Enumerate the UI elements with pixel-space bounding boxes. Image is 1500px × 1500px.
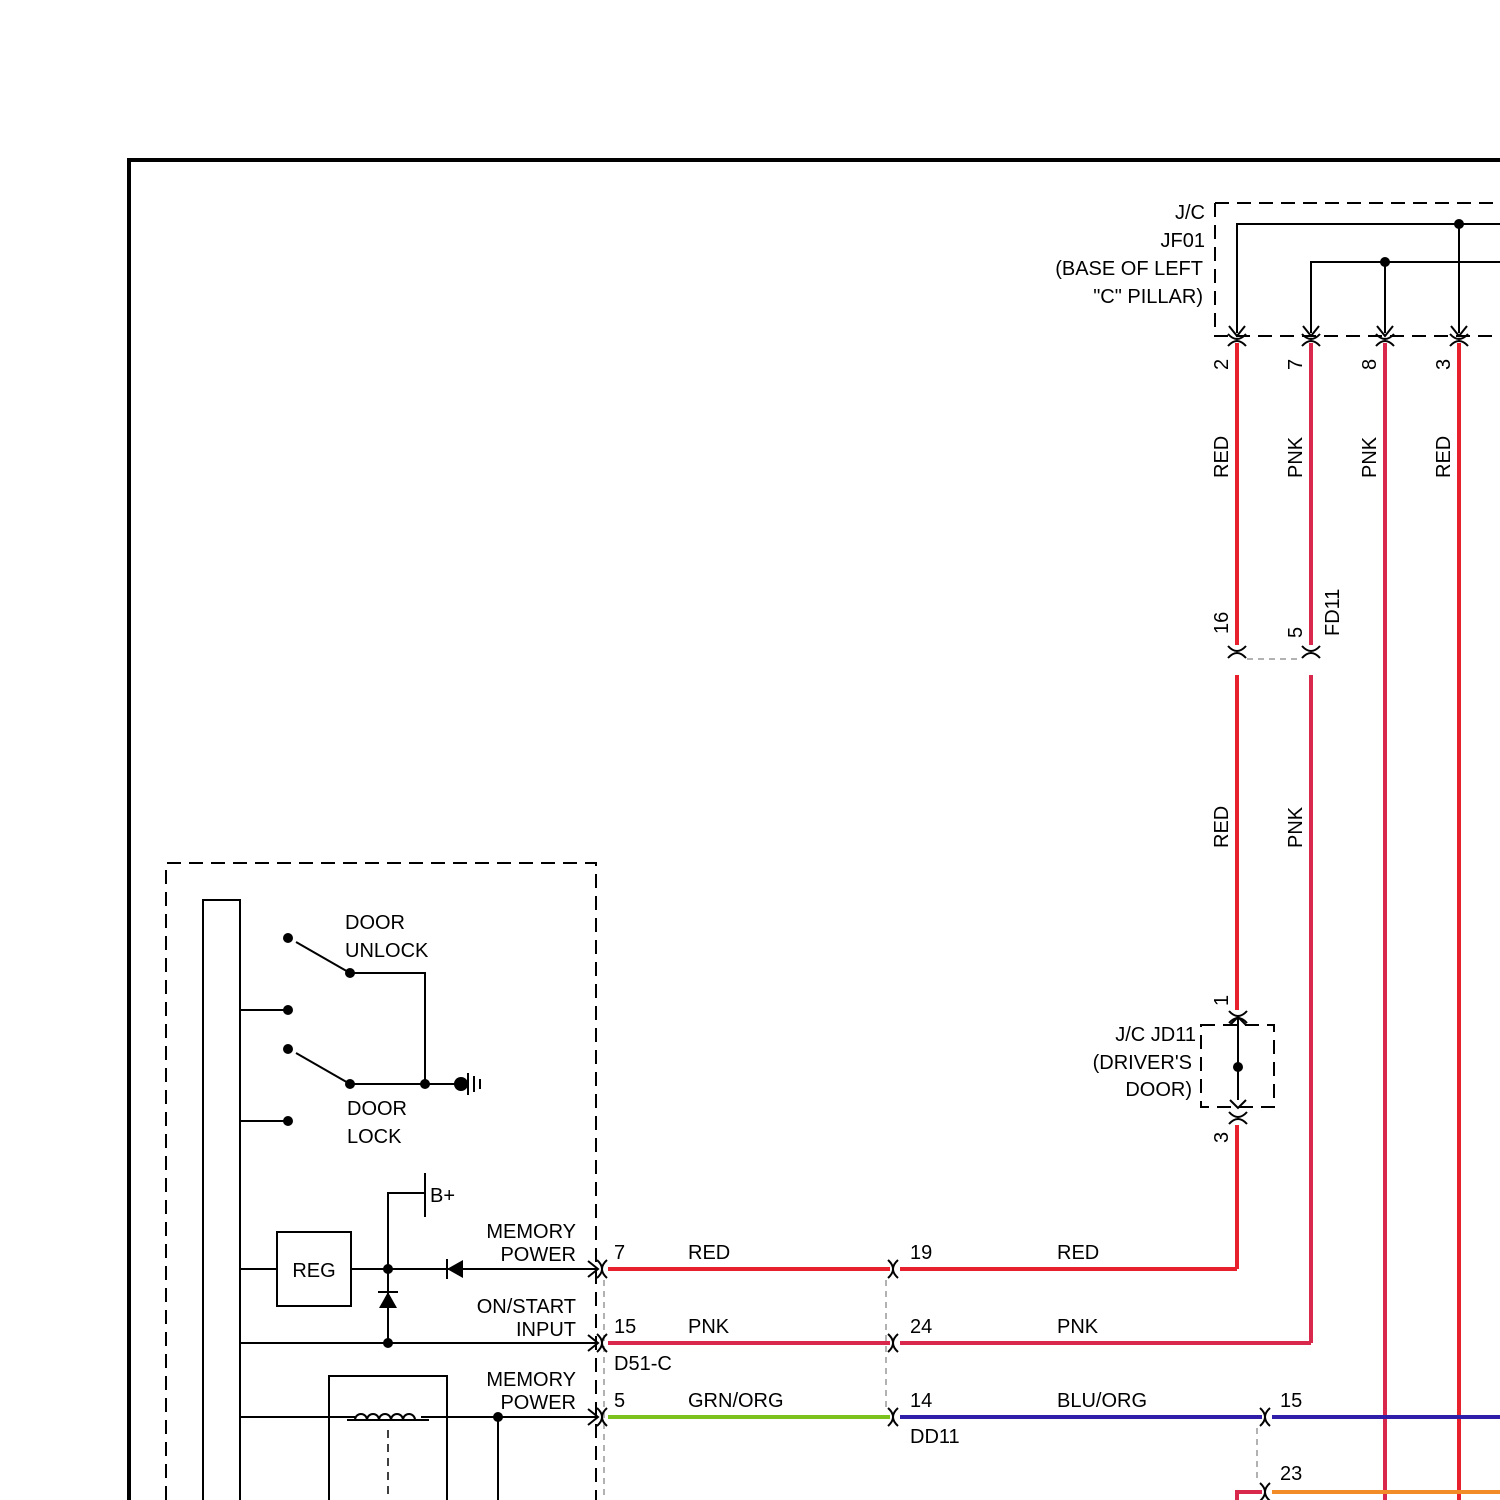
connector-d51c: 7 15 5 D51-C RED PNK GRN/ORG [588,1242,784,1500]
input-label: MEMORY [486,1369,576,1391]
jd11-label-2: (DRIVER'S [1093,1052,1192,1074]
connector-terminal [1228,653,1246,658]
wire-color-label: RED [1057,1242,1099,1264]
right-pin: 15 [1280,1390,1302,1412]
pin-number: 3 [1433,359,1455,370]
connector-terminal [1302,653,1320,658]
input-label: POWER [500,1392,576,1414]
wire-color-label: RED [1211,806,1233,848]
jf01-label-3: (BASE OF LEFT [1055,258,1203,280]
dd11-pin: 24 [910,1316,932,1338]
lock-label-1: DOOR [347,1098,407,1120]
wire-color-label: RED [688,1242,730,1264]
pin-number: 8 [1359,359,1381,370]
connector-terminal [1229,1011,1247,1016]
pin-number: 7 [1285,359,1307,370]
splice-dot [1380,257,1390,267]
wire-color-label: BLU/ORG [1057,1390,1147,1412]
input-label: ON/START [477,1296,576,1318]
right-pin: 23 [1280,1463,1302,1485]
diode-icon [378,1269,398,1343]
wire-segment [1237,1492,1262,1500]
bplus-label: B+ [430,1185,455,1207]
connector-terminal [1302,646,1320,651]
wire-color-label: RED [1211,436,1233,478]
connector-terminal [602,1260,607,1278]
dd11-pin: 19 [910,1242,932,1264]
regulator-label: REG [292,1260,335,1282]
wire-color-label: PNK [1057,1316,1099,1338]
unlock-label-2: UNLOCK [345,940,429,962]
diode-icon [447,1259,463,1279]
fd11-pin-b: 5 [1285,627,1307,638]
unlock-switch-blade [296,942,350,973]
connector-terminal [1265,1483,1270,1500]
horizontal-wires [608,1269,1500,1500]
ground-icon [454,1073,480,1095]
unlock-label-1: DOOR [345,912,405,934]
connector-terminal [1229,1112,1247,1117]
connector-terminal [1228,646,1246,651]
vertical-wires [1237,343,1459,1500]
input-label: INPUT [516,1319,576,1341]
connector-fd11: 16 5 FD11 [1211,589,1344,659]
jf01-pins: 2 7 8 3 RED PNK PNK RED [1211,359,1455,478]
connector-terminal [893,1408,898,1426]
input-label: POWER [500,1244,576,1266]
dd11-pin: 14 [910,1390,932,1412]
jd11-label-1: J/C JD11 [1115,1024,1196,1046]
connector-terminal [1265,1408,1270,1426]
jf01-label-1: J/C [1175,202,1205,224]
fd11-name: FD11 [1322,589,1344,636]
wire-color-label: RED [1433,436,1455,478]
pin-number: 2 [1211,359,1233,370]
junction-jd11: J/C JD11 (DRIVER'S DOOR) 1 3 [1093,995,1274,1143]
junction-jf01: J/C JF01 (BASE OF LEFT "C" PILLAR) [1055,202,1500,346]
lock-label-2: LOCK [347,1126,402,1148]
jd11-pin-bottom: 3 [1211,1132,1233,1143]
splice-dot [1454,219,1464,229]
d51c-pin: 7 [614,1242,625,1264]
wire-color-label: PNK [1359,436,1381,478]
wire-color-label: PNK [1285,806,1307,848]
d51c-pin: 15 [614,1316,636,1338]
connector-terminal [602,1334,607,1352]
module-internal-bus [203,900,240,1500]
wire-color-label: PNK [1285,436,1307,478]
jf01-label-2: JF01 [1161,230,1205,252]
lock-switch-blade [296,1053,350,1084]
connector-terminal [893,1260,898,1278]
wire-color-label: GRN/ORG [688,1390,784,1412]
jd11-pin-top: 1 [1211,995,1233,1006]
connector-right: 15 23 [1257,1390,1302,1500]
d51c-name: D51-C [614,1353,672,1375]
dd11-name: DD11 [910,1426,960,1448]
connector-terminal [1229,1119,1247,1124]
input-label: MEMORY [486,1221,576,1243]
fd11-pin-a: 16 [1211,612,1233,634]
coil-icon [347,1410,429,1424]
jd11-label-3: DOOR) [1125,1079,1192,1101]
jf01-label-4: "C" PILLAR) [1093,286,1203,308]
d51c-pin: 5 [614,1390,625,1412]
wire-color-label: PNK [688,1316,730,1338]
door-module: DOOR UNLOCK DOOR LOCK REG B+ [166,863,598,1500]
connector-terminal [893,1334,898,1352]
